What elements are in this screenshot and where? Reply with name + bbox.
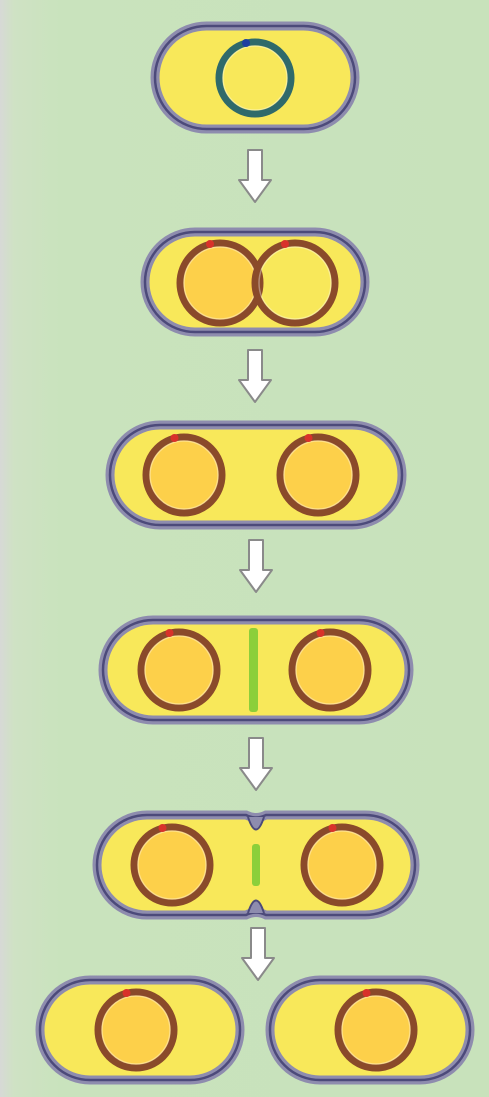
arrow-5 xyxy=(241,927,275,981)
origin-marker xyxy=(206,240,214,248)
origin-marker xyxy=(122,989,131,997)
chromosome-3a xyxy=(142,433,226,517)
stage-constricting-cell xyxy=(92,810,420,920)
stage-daughter-cells xyxy=(35,975,475,1085)
chromosome-1 xyxy=(215,38,295,118)
chromosome-5a xyxy=(130,823,214,907)
cell-1 xyxy=(150,21,360,134)
chromosome-6a xyxy=(94,988,178,1072)
origin-marker xyxy=(165,629,174,637)
chromosome-2a xyxy=(176,239,264,327)
chromosome-5b xyxy=(300,823,384,907)
arrow-3 xyxy=(239,539,273,593)
origin-marker xyxy=(362,989,371,997)
septum-4 xyxy=(249,628,258,712)
constriction-bottom xyxy=(247,899,265,914)
arrow-2 xyxy=(238,349,272,403)
chromosome-6b xyxy=(334,988,418,1072)
stage-segregated-chromosomes-cell xyxy=(105,420,407,530)
origin-marker xyxy=(304,434,313,442)
chromosome-4a xyxy=(137,628,221,712)
arrow-4 xyxy=(239,737,273,791)
chromosome-4b xyxy=(288,628,372,712)
origin-marker xyxy=(170,434,179,442)
origin-marker xyxy=(328,824,337,832)
origin-marker xyxy=(242,39,250,47)
origin-marker xyxy=(158,824,167,832)
origin-marker xyxy=(316,629,325,637)
origin-marker xyxy=(281,240,289,248)
septum-5 xyxy=(252,844,260,886)
arrow-1 xyxy=(238,149,272,203)
chromosome-2b xyxy=(251,239,339,327)
chromosome-3b xyxy=(276,433,360,517)
stage-single-chromosome-cell xyxy=(150,21,360,134)
stage-septum-forming-cell xyxy=(98,615,414,725)
constriction-top xyxy=(247,816,265,831)
stage-replicating-chromosome-cell xyxy=(140,227,370,337)
